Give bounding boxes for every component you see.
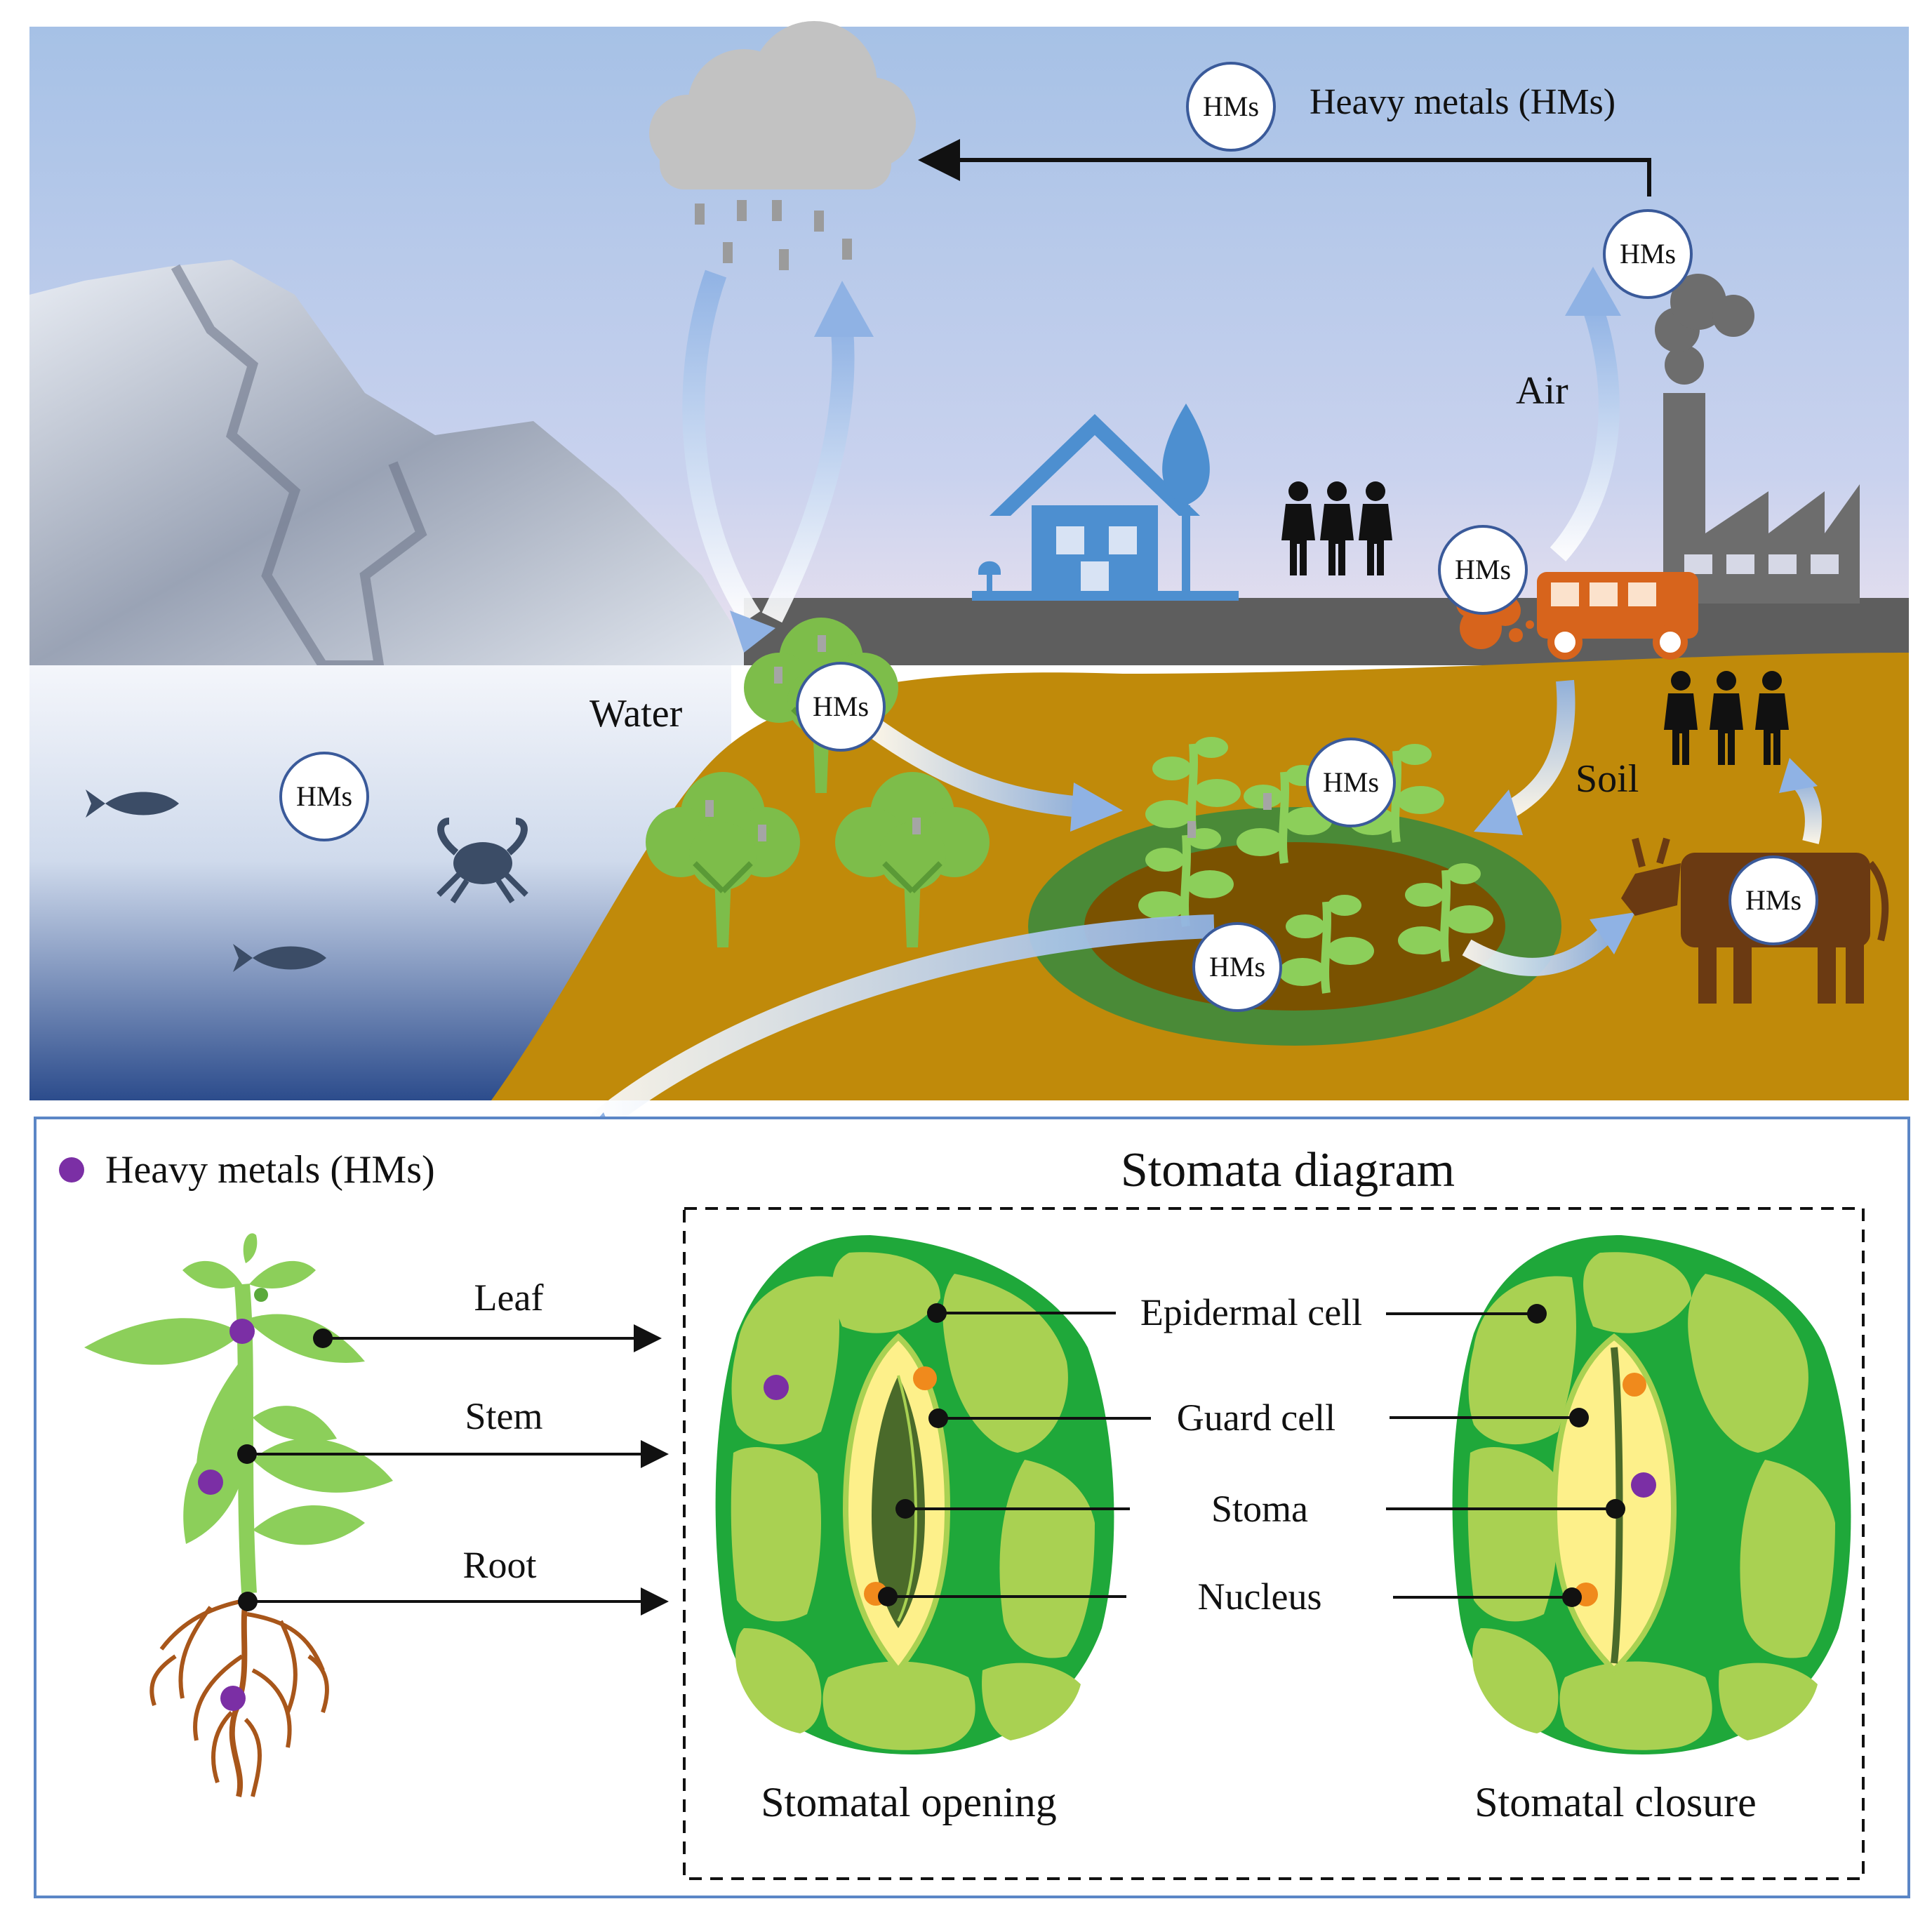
road [744, 598, 1909, 665]
root-label: Root [462, 1544, 536, 1586]
svg-text:HMs: HMs [1203, 91, 1259, 122]
detail-panel: Heavy metals (HMs) Stomata diagram [34, 1117, 1910, 1898]
svg-text:HMs: HMs [1745, 884, 1801, 916]
water-label: Water [589, 692, 683, 735]
stomatal-closure-caption: Stomatal closure [1474, 1779, 1757, 1825]
air-arrow [1550, 305, 1620, 561]
house-icon [972, 404, 1239, 601]
factory-icon [1655, 274, 1860, 604]
cloud [649, 21, 916, 270]
plant-part-pointers [237, 1324, 669, 1616]
emission-to-cloud-arrow [918, 139, 1651, 197]
hm-legend-dot [59, 1157, 84, 1183]
hms-badge-water: HMs [279, 752, 369, 841]
trees-icon [646, 618, 990, 947]
crop-plants [1138, 737, 1493, 993]
field-to-detail-arrow [574, 914, 1215, 1146]
hms-badge-air: HMs [1603, 209, 1693, 299]
svg-text:HMs: HMs [1620, 238, 1676, 269]
svg-text:HMs: HMs [1323, 766, 1379, 798]
guard-cell-label: Guard cell [1177, 1397, 1335, 1439]
svg-text:HMs: HMs [1209, 951, 1265, 983]
cell-part-connectors [888, 1312, 1615, 1599]
svg-text:HMs: HMs [1455, 554, 1511, 585]
rain-arrow [682, 269, 761, 624]
epidermal-cell-label: Epidermal cell [1140, 1291, 1362, 1333]
hms-badge-tree: HMs [796, 662, 886, 752]
field-to-cow-arrow [1462, 926, 1614, 976]
stomatal-opening-caption: Stomatal opening [761, 1779, 1057, 1825]
road-to-field-arrow [1498, 679, 1575, 822]
leaf-label: Leaf [474, 1277, 544, 1319]
tree-to-field-arrow [871, 721, 1082, 818]
hms-badge-field: HMs [1306, 738, 1396, 827]
legend-text-bottom: Heavy metals (HMs) [105, 1148, 435, 1192]
hms-badge-legend: HMs [1186, 62, 1276, 152]
plant-illustration [84, 1233, 393, 1797]
stomata-dashed-box [683, 1207, 1865, 1880]
soil-label: Soil [1575, 757, 1639, 801]
stomata-closed-illustration [1452, 1235, 1851, 1754]
stem-label: Stem [465, 1395, 542, 1437]
bus-icon [1456, 572, 1698, 660]
hms-badge-soil: HMs [1192, 922, 1282, 1012]
stoma-label: Stoma [1211, 1488, 1308, 1530]
svg-text:HMs: HMs [813, 691, 869, 722]
svg-text:HMs: HMs [296, 780, 352, 812]
stomata-diagram-title: Stomata diagram [1121, 1143, 1455, 1197]
hms-badge-bus: HMs [1438, 525, 1528, 615]
legend-text-top: Heavy metals (HMs) [1310, 82, 1615, 122]
stomata-open-illustration [715, 1235, 1114, 1754]
air-label: Air [1516, 369, 1568, 413]
nucleus-label: Nucleus [1198, 1576, 1322, 1618]
hms-badge-cow: HMs [1728, 855, 1818, 945]
evaporation-arrow [761, 328, 855, 623]
environment-scene: Heavy metals (HMs) Air Water Soil HMs HM… [29, 21, 1909, 1207]
crab-icon [437, 818, 528, 904]
mountain [29, 260, 758, 665]
